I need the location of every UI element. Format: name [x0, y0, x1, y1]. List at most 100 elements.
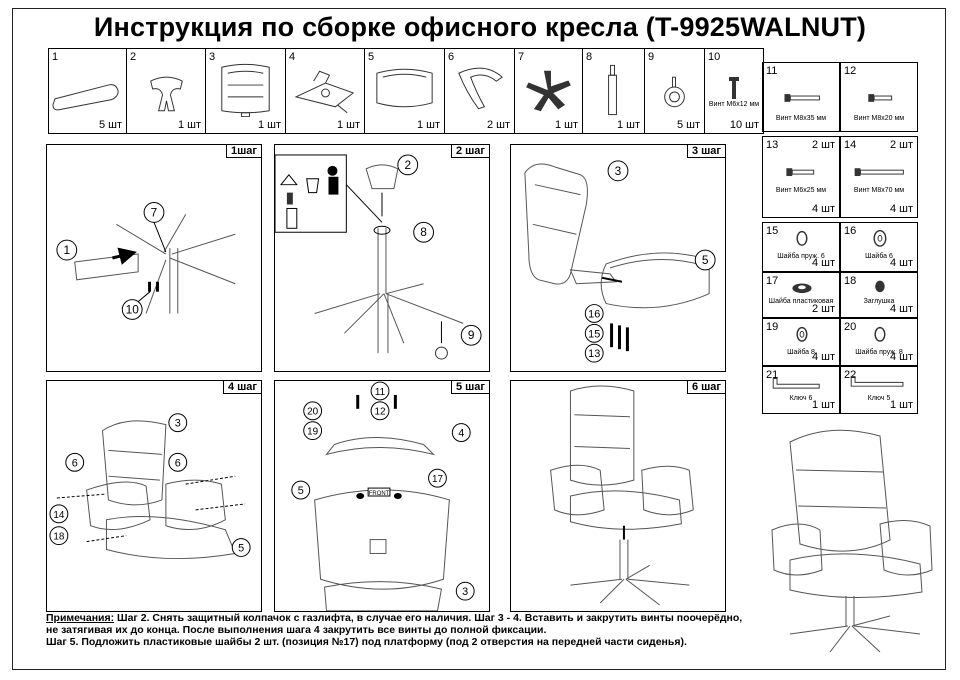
plug-illustration [875, 280, 885, 293]
part-qty: 1 шт [889, 399, 913, 411]
hex-key-5-illustration [850, 376, 904, 387]
step-tag: 3 шаг [686, 145, 725, 158]
step-2-panel: 2 шаг 2 8 9 [274, 144, 490, 372]
part-number: 4 [289, 51, 296, 63]
part-number: 11 [766, 65, 778, 77]
part-qty: 1 шт [336, 119, 360, 131]
part-number: 6 [448, 51, 455, 63]
part-number: 2 [130, 51, 137, 63]
callout-6-left: 6 [72, 457, 78, 469]
part-qty: 4 шт [811, 351, 835, 363]
screw-m8x20-illustration [868, 94, 893, 102]
callout-19: 19 [307, 427, 319, 438]
part-number: 22 [844, 369, 857, 381]
callout-20: 20 [307, 407, 319, 418]
callout-2: 2 [404, 158, 411, 172]
notes-line-2: не затягивая их до конца. После выполнен… [46, 624, 547, 636]
step-4-panel: 4 шаг 3 6 6 14 18 5 [46, 380, 262, 612]
callout-5: 5 [702, 253, 709, 267]
part-2-cell: 2 1 шт [127, 49, 206, 133]
part-qty: 1 шт [616, 119, 640, 131]
step-6-illustration [550, 385, 694, 606]
base-crosspiece-illustration [526, 70, 571, 112]
step-5-illustration: FRONT 11 20 12 19 4 5 17 3 [291, 381, 475, 611]
part-caption: Шайба пруж. 8 [855, 349, 903, 356]
leg-cover-illustration [52, 84, 119, 111]
screw-illustration [729, 77, 739, 99]
part-caption: Ключ 5 [867, 395, 891, 402]
step-1-illustration: 1 7 10 [56, 202, 236, 320]
washer-6-illustration [873, 229, 887, 247]
part-qty: 4 шт [889, 303, 913, 315]
step-tag: 6 шаг [686, 381, 725, 394]
part-qty: 4 шт [889, 351, 913, 363]
part-qty: 4 шт [889, 257, 913, 269]
part-qty: 2 шт [811, 303, 835, 315]
part-number: 19 [766, 321, 779, 333]
part-number: 20 [844, 321, 857, 333]
screw-m6x25-illustration [786, 168, 815, 177]
seat-illustration [376, 68, 433, 108]
part-number: 3 [209, 51, 216, 63]
part-caption: Шайба 6 [865, 253, 893, 260]
part-caption: Шайба пруж. 6 [777, 253, 825, 260]
callout-7: 7 [151, 205, 158, 219]
part-qty: 1 шт [554, 119, 578, 131]
callout-3: 3 [462, 586, 468, 598]
instruction-sheet-border [12, 8, 946, 670]
part-number: 13 [766, 139, 779, 151]
assembled-chair-illustration [771, 429, 933, 653]
step-tag: 1шаг [226, 145, 261, 158]
part-number: 9 [648, 51, 655, 63]
part-number: 17 [766, 275, 779, 287]
notes-line-3: Шаг 5. Подложить пластиковые шайбы 2 шт.… [46, 636, 687, 648]
part-3-cell: 3 1 шт [206, 49, 286, 133]
callout-8: 8 [420, 225, 427, 239]
part-11-cell: 11 Винт М8x35 мм [762, 62, 840, 132]
part-caption: Ключ 6 [789, 395, 813, 402]
part-caption: Винт М6x25 мм [775, 187, 827, 194]
part-caption: Винт М8x20 мм [853, 115, 905, 122]
part-17-cell: 17 Шайба пластиковая 2 шт [762, 272, 840, 318]
part-number: 15 [766, 225, 779, 237]
part-qty: 1 шт [257, 119, 281, 131]
part-caption: Шайба пластиковая [768, 298, 834, 305]
callout-5: 5 [238, 542, 244, 554]
part-number: 5 [368, 51, 375, 63]
part-qty: 2 шт [486, 119, 510, 131]
part-qty: 10 шт [729, 119, 759, 131]
assembly-notes: Примечания: Шаг 2. Снять защитный колпач… [46, 612, 916, 648]
part-6-cell: 6 2 шт [445, 49, 515, 133]
step-tag: 2 шаг [450, 145, 489, 158]
part-9-cell: 9 5 шт [645, 49, 705, 133]
part-number: 10 [708, 51, 721, 63]
page-title: Инструкция по сборке офисного кресла (T-… [93, 12, 867, 42]
part-14-cell: 14 2 шт Винт М8x70 мм 4 шт [840, 136, 918, 218]
callout-3: 3 [615, 164, 622, 178]
front-label: FRONT [369, 491, 390, 497]
part-qty: 5 шт [98, 119, 122, 131]
notes-line-1: Примечания: Шаг 2. Снять защитный колпач… [46, 612, 916, 624]
callout-1: 1 [64, 243, 71, 257]
part-13-cell: 13 2 шт Винт М6x25 мм 4 шт [762, 136, 840, 218]
callout-13: 13 [588, 348, 600, 360]
callout-14: 14 [53, 510, 65, 521]
part-5-cell: 5 1 шт [365, 49, 445, 133]
callout-4: 4 [458, 428, 464, 440]
callout-3: 3 [175, 418, 181, 430]
part-caption: Винт М8x35 мм [775, 115, 827, 122]
step-tag: 5 шаг [450, 381, 489, 394]
step-6-panel: 6 шаг [510, 380, 726, 612]
part-1-cell: 1 5 шт [49, 49, 127, 133]
part-qty: 4 шт [811, 203, 835, 215]
callout-18: 18 [53, 532, 65, 543]
part-22-cell: 22 Ключ 5 1 шт [840, 366, 918, 414]
part-qty-top: 2 шт [811, 139, 835, 151]
part-caption: Заглушка [863, 298, 895, 305]
part-number: 8 [586, 51, 593, 63]
callout-12: 12 [375, 407, 386, 418]
part-18-cell: 18 Заглушка 4 шт [840, 272, 918, 318]
spring-washer-8-illustration [874, 326, 886, 342]
screw-m8x35-illustration [784, 94, 820, 102]
callout-15: 15 [588, 328, 600, 340]
